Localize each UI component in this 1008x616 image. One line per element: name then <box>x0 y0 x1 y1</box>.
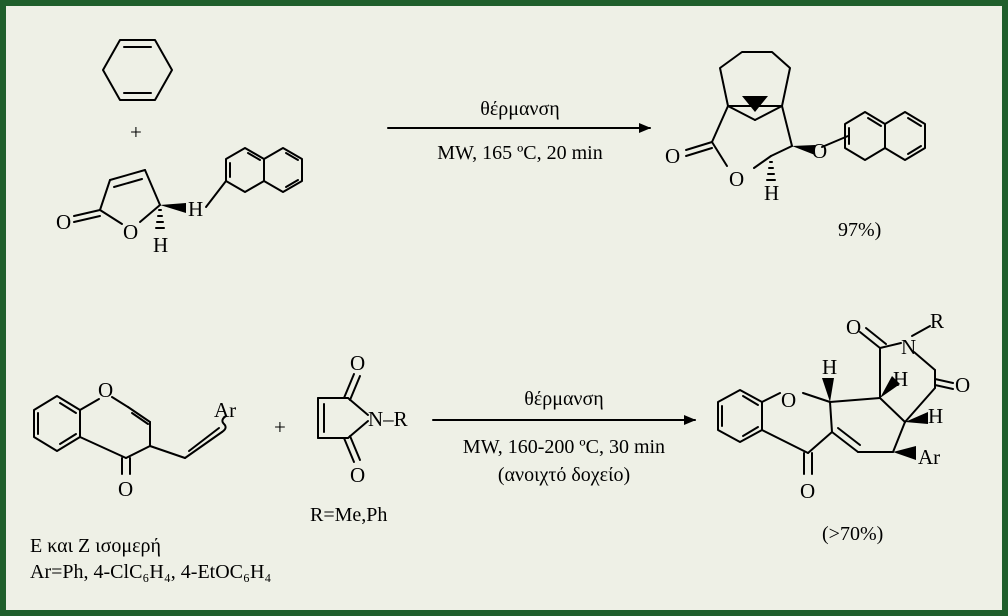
product-wedge-bond-icon <box>792 145 815 155</box>
wedge-bond-h1-icon <box>822 378 834 402</box>
maleimide-o-top: O <box>350 351 365 375</box>
product2-structure <box>717 325 954 475</box>
plus-sign-2: + <box>274 415 286 439</box>
reactant1-h-hash: H <box>153 233 168 257</box>
product2-h2: H <box>893 367 908 391</box>
product1-ring-o: O <box>729 167 744 191</box>
cyclohexadiene-structure <box>102 39 173 101</box>
chromone-carbonyl-o: O <box>118 477 133 501</box>
product2-o-top: O <box>846 315 861 339</box>
condition2-top: θέρμανση <box>524 388 603 410</box>
maleimide-o-bottom: O <box>350 463 365 487</box>
wedge-bond-h3-icon <box>905 412 928 424</box>
yield-2: (>70%) <box>822 523 883 545</box>
reactant1-ring-o: O <box>123 220 138 244</box>
product1-h: H <box>764 181 779 205</box>
product2-n: N <box>901 335 916 359</box>
product2-ar: Ar <box>918 445 940 469</box>
ar-definition: Ar=Ph, 4-ClC₆H₄, 4-EtOC₆H₄ <box>30 561 271 583</box>
condition2-bottom: MW, 160-200 ºC, 30 min <box>463 436 665 458</box>
r-definition: R=Me,Ph <box>310 504 387 526</box>
isomers-label: E και Z ισομερή <box>30 535 161 557</box>
product2-ring-o: O <box>781 388 796 412</box>
product2-carbonyl-o: O <box>800 479 815 503</box>
reactant1-carbonyl-o: O <box>56 210 71 234</box>
yield-1: 97%) <box>838 219 881 241</box>
wavy-bond-icon <box>221 415 227 433</box>
product2-h3: H <box>928 404 943 428</box>
furanone-structure <box>73 169 165 229</box>
product2-h1: H <box>822 355 837 379</box>
bridge-wedge-icon <box>742 96 768 112</box>
condition2-note: (ανοιχτό δοχείο) <box>498 464 630 486</box>
condition1-bottom: MW, 165 ºC, 20 min <box>437 142 602 164</box>
product1-carbonyl-o: O <box>665 144 680 168</box>
product2-r: R <box>930 309 944 333</box>
maleimide-structure <box>317 373 369 463</box>
plus-sign-1: + <box>130 120 142 144</box>
chromone-ar: Ar <box>214 398 236 422</box>
product1-ether-o: O <box>812 139 827 163</box>
maleimide-n-r: N–R <box>368 407 408 431</box>
product1-structure <box>685 51 926 181</box>
chromone-ring-o: O <box>98 378 113 402</box>
product2-o-right: O <box>955 373 970 397</box>
wedge-bond-h2-icon <box>880 376 900 398</box>
condition1-top: θέρμανση <box>480 98 559 120</box>
naphthalene-structure <box>205 147 303 208</box>
chromone-structure <box>33 395 223 475</box>
reactant1-h-wedge: H <box>188 197 203 221</box>
wedge-bond-ar-icon <box>893 446 916 460</box>
wedge-bond-icon <box>160 203 186 213</box>
